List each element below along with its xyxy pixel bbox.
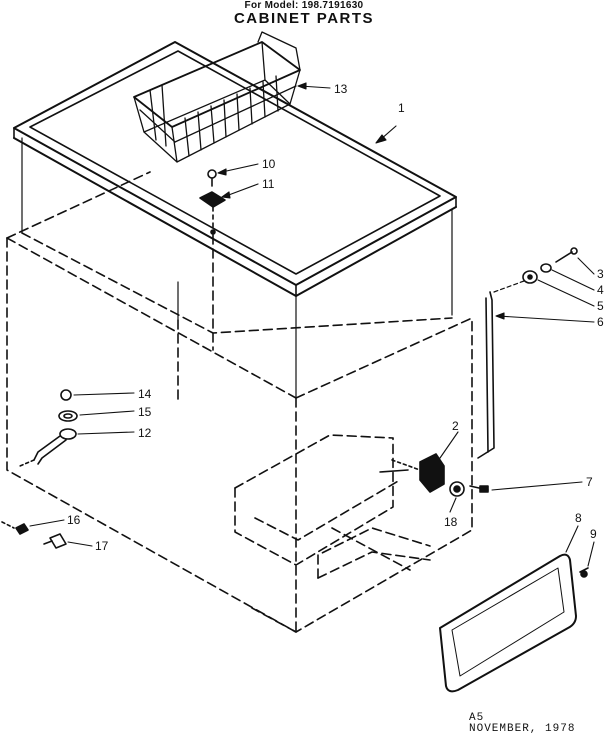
callout-6: 6 (597, 315, 604, 329)
part-3-screw (555, 247, 578, 263)
model-line: For Model: 198.7191630 (244, 0, 364, 11)
callout-17: 17 (95, 539, 109, 553)
cabinet-body (6, 171, 473, 633)
callout-14: 14 (138, 387, 152, 401)
callout-16: 16 (67, 513, 81, 527)
part-18-knob (449, 481, 465, 497)
part-11-clip (199, 191, 226, 235)
leader-lines (29, 82, 595, 567)
callout-2: 2 (452, 419, 459, 433)
callout-5: 5 (597, 299, 604, 313)
part-12-drain-fitting (19, 428, 77, 467)
part-4-washer (540, 263, 552, 273)
part-14-cap (60, 389, 72, 401)
lid (13, 41, 457, 297)
part-16-screw (1, 521, 29, 535)
callout-7: 7 (586, 475, 593, 489)
callout-10: 10 (262, 157, 276, 171)
callout-9: 9 (590, 527, 597, 541)
callout-13: 13 (334, 82, 348, 96)
part-9-screw (579, 567, 589, 578)
part-17-plug (43, 533, 67, 549)
wire-basket (133, 31, 301, 163)
page-title: CABINET PARTS (233, 10, 375, 27)
part-8-access-panel (439, 553, 577, 693)
part-7-screw (469, 485, 489, 493)
callout-15: 15 (138, 405, 152, 419)
callout-18: 18 (444, 515, 458, 529)
callout-8: 8 (575, 511, 582, 525)
part-15-gasket (58, 410, 78, 422)
part-2-thermostat (379, 453, 445, 493)
callout-12: 12 (138, 426, 152, 440)
callout-1: 1 (398, 101, 405, 115)
part-10-bolt (207, 169, 217, 187)
callout-3: 3 (597, 267, 604, 281)
liner-walls (21, 137, 453, 399)
footer-code: A5 (469, 712, 485, 724)
part-5-bracket (522, 270, 538, 284)
footer-date: NOVEMBER, 1978 (469, 723, 576, 735)
callout-11: 11 (262, 177, 275, 191)
part-6-hinge-rod (477, 291, 495, 459)
callout-4: 4 (597, 283, 604, 297)
part-callouts: 13 1 10 11 3 4 5 6 14 15 12 2 7 18 16 17… (67, 82, 604, 553)
